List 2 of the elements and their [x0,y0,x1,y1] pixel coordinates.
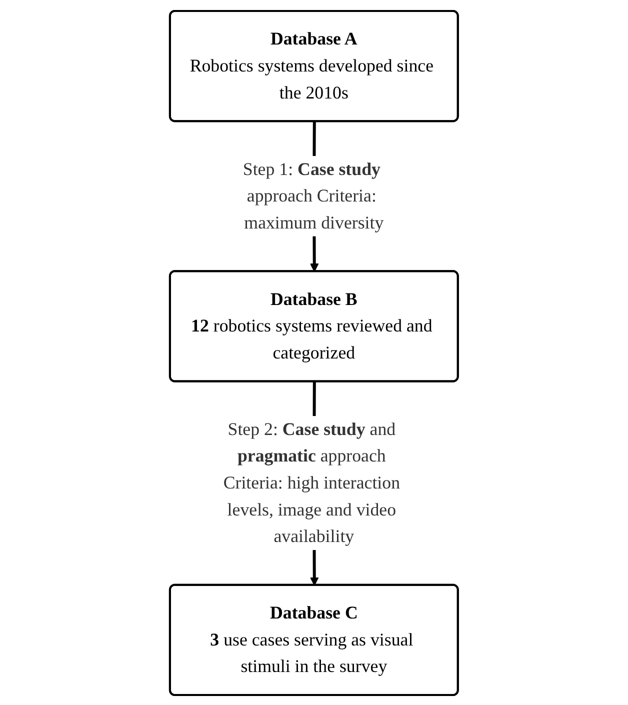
edge-label: Step 2: Case study and pragmatic approach Criteria: high interaction levels, image and video availability [223,418,400,546]
edge-label: Step 1: Case study approach Criteria: maximum diversity [242,158,384,232]
